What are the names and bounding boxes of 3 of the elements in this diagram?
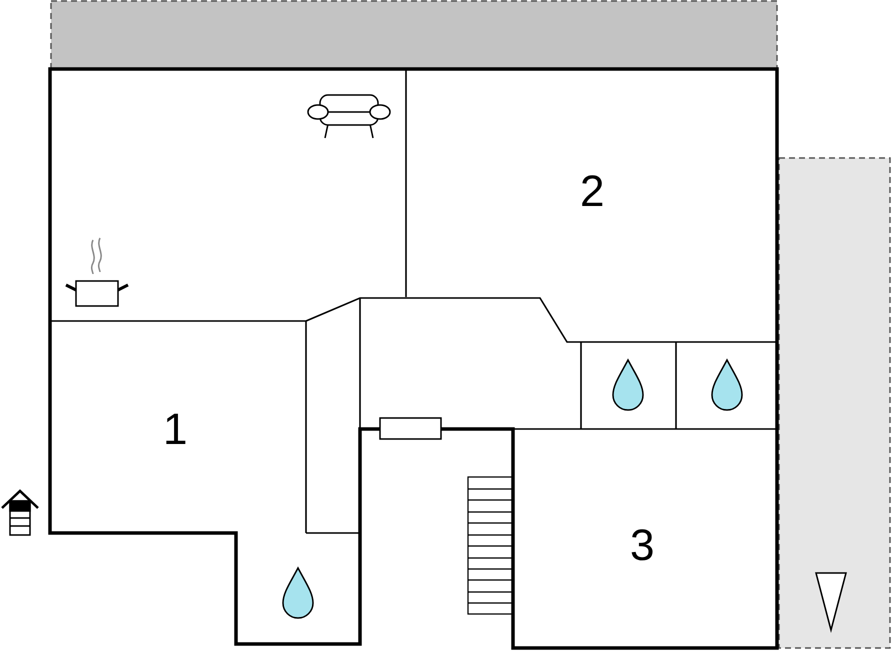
room-number: 2	[580, 170, 604, 214]
room-number: 1	[163, 408, 188, 452]
room-number: 3	[630, 524, 654, 568]
